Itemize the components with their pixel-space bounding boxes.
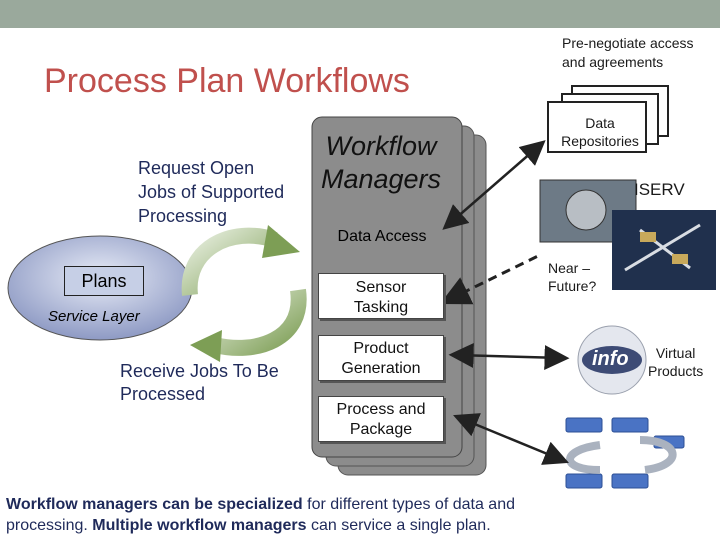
pre-negotiate-text: Pre-negotiate access and agreements <box>562 34 694 72</box>
plans-label: Plans <box>64 266 144 296</box>
process-package-line-2: Package <box>349 421 413 438</box>
workflow-managers-line-1: Workflow <box>325 131 437 161</box>
product-generation-line-2: Generation <box>341 360 421 377</box>
repositories-line-2: Repositories <box>561 133 639 149</box>
arrow-repositories <box>442 140 546 230</box>
pre-negotiate-line-1: Pre-negotiate access <box>562 35 694 51</box>
footer-line-2: processing. Multiple workflow managers c… <box>6 515 515 536</box>
cycle-arrow-bottom <box>213 288 307 356</box>
workflow-managers-title: Workflow Managers <box>318 130 444 196</box>
near-future-line-1: Near – <box>548 260 591 276</box>
footer-caption: Workflow managers can be specialized for… <box>6 494 515 536</box>
virtual-products-label: Virtual Products <box>648 344 703 380</box>
footer-part-3: processing. <box>6 517 93 534</box>
process-package-box: Process and Package <box>318 396 444 442</box>
sensor-tasking-line-1: Sensor <box>355 279 407 296</box>
service-layer-label: Service Layer <box>48 308 140 325</box>
request-line-2: Jobs of Supported <box>138 182 285 202</box>
sensor-tasking-box: Sensor Tasking <box>318 273 444 319</box>
arrow-virtual-products <box>448 343 570 370</box>
footer-part-5: can service a single plan. <box>306 517 491 534</box>
virtual-line-1: Virtual <box>655 345 696 361</box>
cycle-arrow-top <box>181 227 278 296</box>
process-package-line-1: Process and <box>336 401 426 418</box>
footer-line-1: Workflow managers can be specialized for… <box>6 494 515 515</box>
arrow-near-future <box>439 254 539 305</box>
sensor-tasking-line-2: Tasking <box>353 299 409 316</box>
request-line-1: Request Open <box>138 158 255 178</box>
workflow-managers-line-2: Managers <box>320 164 442 194</box>
top-bar <box>0 0 720 28</box>
repositories-line-1: Data <box>585 115 615 131</box>
repository-stack <box>547 101 647 153</box>
flowchart-icon <box>565 417 685 489</box>
virtual-line-2: Products <box>648 363 704 379</box>
iserv-label: ISERV <box>634 180 685 199</box>
request-jobs-text: Request Open Jobs of Supported Processin… <box>138 156 284 228</box>
receive-line-1: Receive Jobs To Be <box>120 361 279 381</box>
data-repositories-label: Data Repositories <box>550 114 650 150</box>
arrow-package <box>453 413 569 465</box>
data-access-label: Data Access <box>337 228 427 245</box>
footer-part-4: Multiple workflow managers <box>92 517 307 534</box>
near-future-label: Near – Future? <box>548 259 596 295</box>
footer-part-2: for different types of data and <box>302 496 515 513</box>
near-future-line-2: Future? <box>548 278 597 294</box>
product-generation-box: Product Generation <box>318 335 444 381</box>
receive-jobs-text: Receive Jobs To Be Processed <box>120 360 279 406</box>
info-globe-text: info <box>592 348 629 370</box>
page-title: Process Plan Workflows <box>44 62 410 100</box>
footer-part-1: Workflow managers can be specialized <box>6 496 303 513</box>
receive-line-2: Processed <box>120 384 206 404</box>
pre-negotiate-line-2: and agreements <box>562 54 664 70</box>
request-line-3: Processing <box>138 206 228 226</box>
product-generation-line-1: Product <box>353 340 409 357</box>
